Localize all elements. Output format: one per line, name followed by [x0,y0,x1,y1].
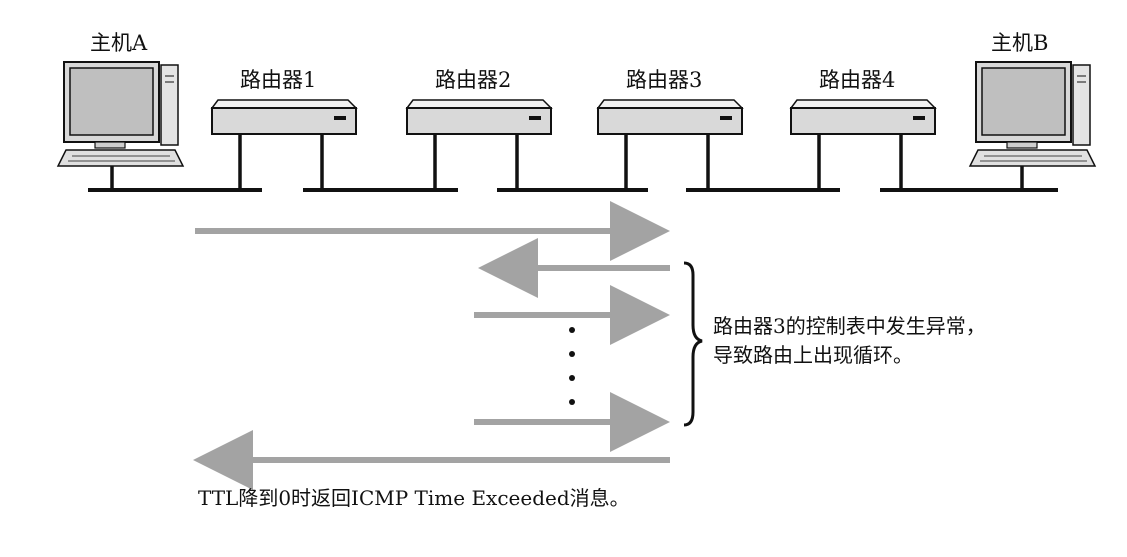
router-icon-2 [405,99,553,190]
computer-icon-host-a [56,61,185,190]
router-3-label: 路由器3 [626,68,703,92]
router-4-label: 路由器4 [819,68,896,92]
computer-icon-host-b [968,61,1097,190]
curly-brace [683,261,703,427]
bottom-caption: TTL降到0时返回ICMP Time Exceeded消息。 [198,486,630,510]
ellipsis-dots [569,327,575,405]
host-a-label: 主机A [90,31,148,55]
router-icon-4 [789,99,937,190]
annotation-line-1: 路由器3的控制表中发生异常， [713,314,986,338]
annotation-line-2: 导致路由上出现循环。 [713,343,913,367]
router-icon-1 [210,99,358,190]
router-2-label: 路由器2 [435,68,512,92]
loop-annotation: 路由器3的控制表中发生异常， 导致路由上出现循环。 [713,312,986,370]
host-b-label: 主机B [991,31,1049,55]
router-1-label: 路由器1 [240,68,317,92]
router-icon-3 [596,99,744,190]
packet-arrows [193,201,670,490]
